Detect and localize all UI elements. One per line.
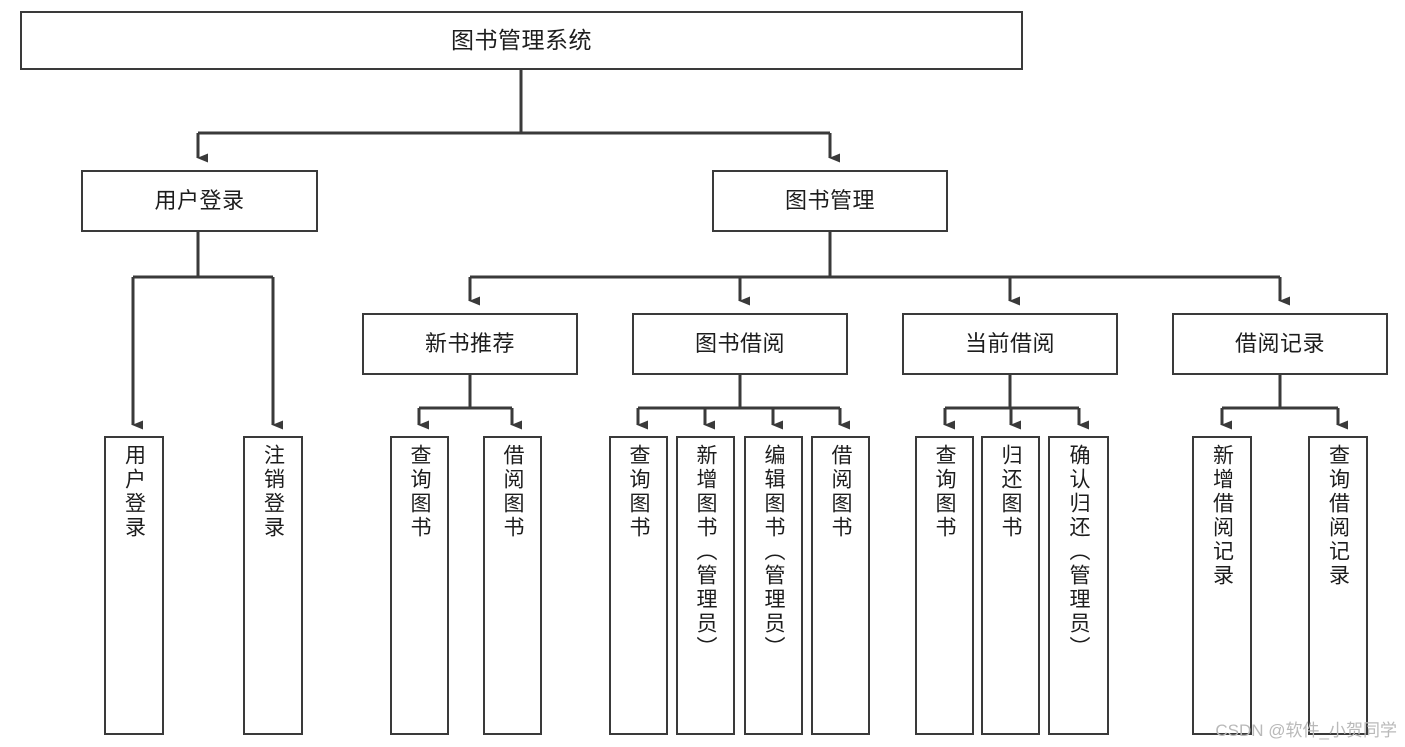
node-label: 图书管理系统 (451, 26, 592, 53)
node-label: 编辑图书（管理员） (762, 444, 785, 660)
node-leaf-query-book-recommend[interactable]: 查询图书 (390, 436, 449, 735)
node-leaf-borrow-book[interactable]: 借阅图书 (811, 436, 870, 735)
node-label: 新增图书（管理员） (694, 444, 717, 660)
node-leaf-return-book[interactable]: 归还图书 (981, 436, 1040, 735)
node-label: 新增借阅记录 (1210, 444, 1234, 588)
node-leaf-add-borrow-record[interactable]: 新增借阅记录 (1192, 436, 1252, 735)
node-label: 查询图书 (408, 444, 431, 540)
node-leaf-query-book-current[interactable]: 查询图书 (915, 436, 974, 735)
node-book-borrow[interactable]: 图书借阅 (632, 313, 848, 375)
node-label: 图书管理 (784, 188, 875, 214)
node-root-book-management-system[interactable]: 图书管理系统 (20, 11, 1023, 70)
node-leaf-user-login[interactable]: 用户登录 (104, 436, 164, 735)
node-current-borrow[interactable]: 当前借阅 (902, 313, 1118, 375)
node-leaf-query-book-borrow[interactable]: 查询图书 (609, 436, 668, 735)
node-new-book-recommend[interactable]: 新书推荐 (362, 313, 578, 375)
node-user-login[interactable]: 用户登录 (81, 170, 318, 232)
node-label: 确认归还（管理员） (1067, 444, 1090, 660)
node-label: 查询图书 (627, 444, 650, 540)
node-label: 查询借阅记录 (1326, 444, 1350, 588)
node-leaf-confirm-return-admin[interactable]: 确认归还（管理员） (1048, 436, 1109, 735)
node-book-management[interactable]: 图书管理 (712, 170, 948, 232)
node-label: 借阅图书 (829, 444, 852, 540)
node-label: 借阅记录 (1234, 331, 1325, 357)
node-leaf-logout[interactable]: 注销登录 (243, 436, 303, 735)
node-leaf-edit-book-admin[interactable]: 编辑图书（管理员） (744, 436, 803, 735)
node-leaf-query-borrow-record[interactable]: 查询借阅记录 (1308, 436, 1368, 735)
node-label: 借阅图书 (501, 444, 524, 540)
node-label: 新书推荐 (424, 331, 515, 357)
node-borrow-records[interactable]: 借阅记录 (1172, 313, 1388, 375)
node-label: 用户登录 (122, 444, 146, 540)
node-label: 查询图书 (933, 444, 956, 540)
node-leaf-borrow-book-recommend[interactable]: 借阅图书 (483, 436, 542, 735)
node-label: 注销登录 (261, 444, 285, 540)
node-label: 归还图书 (999, 444, 1022, 540)
node-label: 当前借阅 (964, 331, 1055, 357)
node-label: 用户登录 (154, 188, 245, 214)
watermark-text: CSDN @软件_小贺同学 (1215, 721, 1397, 740)
node-leaf-add-book-admin[interactable]: 新增图书（管理员） (676, 436, 735, 735)
node-label: 图书借阅 (694, 331, 785, 357)
